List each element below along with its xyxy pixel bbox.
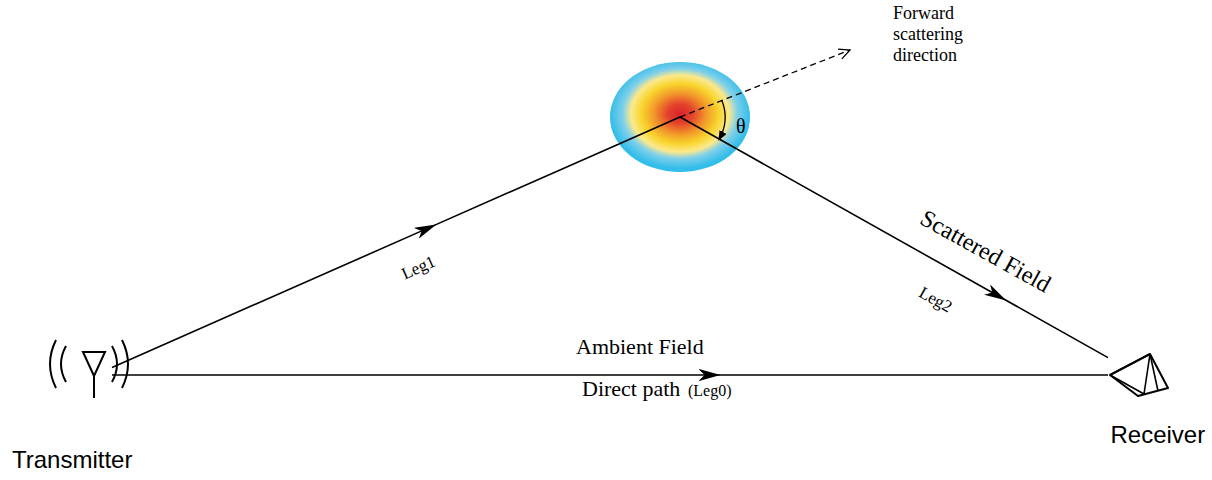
receiver-node: Receiver bbox=[1108, 350, 1170, 400]
radiation-wave bbox=[112, 346, 117, 382]
forward-direction-line bbox=[680, 50, 850, 117]
radiation-wave bbox=[122, 340, 128, 388]
node-outline bbox=[1108, 350, 1170, 400]
horn-edge bbox=[1110, 354, 1158, 394]
annotation-text: (Leg0) bbox=[688, 382, 732, 400]
path-label: Leg2 bbox=[915, 283, 955, 317]
annotation-text: Scattered Field bbox=[915, 205, 1055, 299]
propagation-path bbox=[737, 149, 1108, 358]
scattering-volume bbox=[610, 62, 750, 172]
annotation-text: Forward scattering direction bbox=[893, 3, 985, 66]
antenna-stem bbox=[93, 376, 95, 398]
node-outline bbox=[78, 350, 112, 400]
radiation-wave bbox=[61, 346, 66, 382]
path-label: Leg1 bbox=[398, 252, 438, 284]
path-continuation bbox=[680, 117, 737, 149]
annotation-text: Direct path bbox=[582, 376, 680, 401]
transmitter-node: Transmitter bbox=[78, 350, 112, 400]
node-label: Transmitter bbox=[12, 446, 132, 474]
angle-arc bbox=[719, 100, 725, 139]
antenna-symbol bbox=[83, 352, 105, 376]
propagation-path bbox=[112, 144, 619, 368]
forward-direction-head bbox=[838, 49, 850, 59]
annotation-text: θ bbox=[736, 115, 746, 138]
node-outline bbox=[610, 62, 750, 172]
radiation-wave bbox=[50, 340, 56, 388]
path-label: Ambient Field bbox=[576, 334, 704, 359]
horn-antenna bbox=[1110, 354, 1168, 396]
node-label: Receiver bbox=[1111, 421, 1206, 449]
path-continuation bbox=[619, 117, 680, 144]
scatterer-node bbox=[610, 62, 750, 172]
